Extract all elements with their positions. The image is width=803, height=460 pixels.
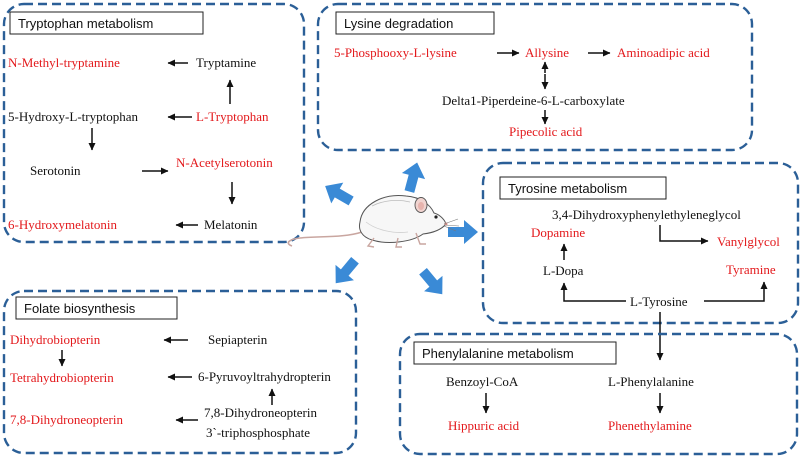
panel-lysine-degradation: Lysine degradation 5-Phosphooxy-L-lysine… [316,2,754,152]
dihydrobiopterin-label: Dihydrobiopterin [10,332,101,347]
outward-arrows-icon [325,162,478,295]
phenylalanine-title-box [413,341,617,365]
panel-tryptophan-metabolism: Tryptophan metabolism N-Methyl-tryptamin… [2,2,306,244]
l-tryptophan-label: L-Tryptophan [196,109,269,124]
pyruvoyltrahydropterin-label: 6-Pyruvoyltrahydropterin [198,369,331,384]
sepiapterin-label: Sepiapterin [208,332,268,347]
piperdeine-label: Delta1-Piperdeine-6-L-carboxylate [442,93,625,108]
l-phenylalanine-label: L-Phenylalanine [608,374,694,389]
l-tyrosine-label: L-Tyrosine [630,294,688,309]
panel-tyrosine-metabolism: Tyrosine metabolism 3,4-Dihydroxyphenyle… [481,161,800,361]
lysine-title-box [335,11,495,35]
hippuric-acid-label: Hippuric acid [448,418,520,433]
serotonin-label: Serotonin [30,163,81,178]
dopamine-label: Dopamine [531,225,585,240]
arrow-to-folate-icon [335,257,359,284]
pipecolic-acid-label: Pipecolic acid [509,124,583,139]
mouse-illustration-icon [287,195,460,248]
arrow-to-tryptophan-icon [325,182,354,206]
phenylalanine-title: Phenylalanine metabolism [422,346,574,361]
tryptophan-panel-border [2,2,306,244]
folate-title: Folate biosynthesis [24,301,136,316]
dihydroneopterin-triphosphate-line2: 3`-triphosphosphate [206,425,310,440]
dihydroneopterin-triphosphate-line1: 7,8-Dihydroneopterin [204,405,318,420]
benzoyl-coa-label: Benzoyl-CoA [446,374,519,389]
hydroxymelatonin-label: 6-Hydroxymelatonin [8,217,118,232]
tyrosine-panel-border [481,161,800,325]
aminoadipic-acid-label: Aminoadipic acid [617,45,710,60]
tryptophan-title: Tryptophan metabolism [18,16,153,31]
tyrosine-title: Tyrosine metabolism [508,181,627,196]
phenylalanine-panel-border [398,332,799,456]
folate-title-box [15,296,178,320]
lysine-panel-border [316,2,754,152]
lysine-title: Lysine degradation [344,16,453,31]
vanylglycol-label: Vanylglycol [717,234,780,249]
panel-phenylalanine-metabolism: Phenylalanine metabolism Benzoyl-CoA Hip… [398,332,799,456]
dihydroxyphenylethyleneglycol-label: 3,4-Dihydroxyphenylethyleneglycol [552,207,741,222]
arrow-to-tyrosine-icon [448,220,478,244]
hydroxy-tryptophan-label: 5-Hydroxy-L-tryptophan [8,109,138,124]
phenethylamine-label: Phenethylamine [608,418,692,433]
arrow-glycol-to-vanylglycol [659,225,709,245]
folate-panel-border [2,289,358,455]
arrow-to-lysine-icon [401,162,426,193]
allysine-label: Allysine [525,45,569,60]
tryptophan-title-box [9,11,204,35]
tetrahydrobiopterin-label: Tetrahydrobiopterin [10,370,114,385]
arrow-to-phenylalanine-icon [419,268,443,295]
arrow-l-tyrosine-to-l-dopa [560,282,626,302]
panel-folate-biosynthesis: Folate biosynthesis Dihydrobiopterin Sep… [2,289,358,455]
arrow-l-tyrosine-to-tyramine [704,281,768,302]
dihydroneopterin-label: 7,8-Dihydroneopterin [10,412,124,427]
tyramine-label: Tyramine [726,262,776,277]
tyrosine-title-box [499,176,667,200]
n-methyl-tryptamine-label: N-Methyl-tryptamine [8,55,120,70]
tryptamine-label: Tryptamine [196,55,256,70]
melatonin-label: Melatonin [204,217,258,232]
phosphooxy-lysine-label: 5-Phosphooxy-L-lysine [334,45,457,60]
n-acetylserotonin-label: N-Acetylserotonin [176,155,273,170]
l-dopa-label: L-Dopa [543,263,584,278]
